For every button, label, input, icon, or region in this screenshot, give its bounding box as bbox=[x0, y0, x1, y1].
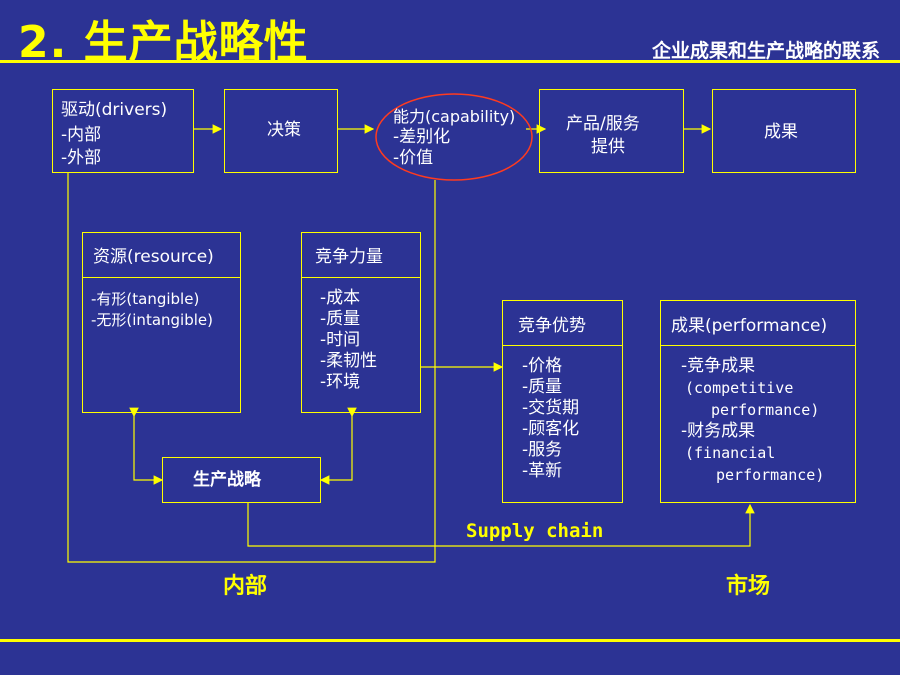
production-strategy-label: 生产战略 bbox=[193, 470, 261, 490]
competitive-power-title: 竞争力量 bbox=[315, 247, 383, 267]
capability-highlight-ellipse bbox=[375, 93, 533, 181]
products-services-box: 产品/服务 提供 bbox=[539, 89, 684, 173]
supply-chain-label: Supply chain bbox=[466, 520, 604, 542]
decision-box: 决策 bbox=[224, 89, 338, 173]
power-item-environment: -环境 bbox=[320, 372, 361, 392]
power-item-flexibility: -柔韧性 bbox=[320, 351, 378, 371]
performance-item-competitive-en: (competitive bbox=[685, 379, 794, 397]
power-item-quality: -质量 bbox=[320, 309, 361, 329]
advantage-item-price: -价格 bbox=[522, 356, 563, 376]
performance-item-competitive-en2: performance) bbox=[711, 401, 820, 419]
advantage-item-quality: -质量 bbox=[522, 377, 563, 397]
drivers-title: 驱动(drivers) bbox=[61, 100, 168, 120]
advantage-item-delivery: -交货期 bbox=[522, 398, 580, 418]
results-box: 成果 bbox=[712, 89, 856, 173]
drivers-box: 驱动(drivers) -内部 -外部 bbox=[52, 89, 194, 173]
performance-item-financial-en: (financial bbox=[685, 444, 776, 462]
resource-box: 资源(resource) -有形(tangible) -无形(intangibl… bbox=[82, 232, 241, 413]
arrow-power-strategy bbox=[319, 407, 357, 485]
drivers-item-internal: -内部 bbox=[61, 125, 102, 145]
resource-item-intangible: -无形(intangible) bbox=[91, 311, 213, 329]
competitive-advantage-divider bbox=[503, 345, 622, 346]
products-services-line1: 产品/服务 bbox=[566, 114, 640, 134]
market-label: 市场 bbox=[726, 574, 771, 599]
internal-label: 内部 bbox=[223, 574, 268, 599]
page-subtitle: 企业成果和生产战略的联系 bbox=[651, 40, 880, 62]
capability-item-differentiation: -差别化 bbox=[393, 127, 451, 147]
resource-divider bbox=[83, 277, 240, 278]
production-strategy-box: 生产战略 bbox=[162, 457, 321, 503]
arrow-supply-chain bbox=[247, 502, 755, 547]
resource-item-tangible: -有形(tangible) bbox=[91, 290, 200, 308]
performance-item-competitive: -竞争成果 bbox=[681, 356, 756, 376]
top-rule bbox=[0, 60, 900, 63]
drivers-item-external: -外部 bbox=[61, 148, 102, 168]
power-item-cost: -成本 bbox=[320, 288, 361, 308]
performance-box: 成果(performance) -竞争成果 (competitive perfo… bbox=[660, 300, 856, 503]
capability-item-value: -价值 bbox=[393, 148, 434, 168]
power-item-time: -时间 bbox=[320, 330, 361, 350]
resource-title: 资源(resource) bbox=[93, 247, 214, 267]
decision-label: 决策 bbox=[267, 120, 301, 140]
advantage-item-service: -服务 bbox=[522, 440, 563, 460]
capability-title: 能力(capability) bbox=[393, 107, 516, 126]
competitive-advantage-title: 竞争优势 bbox=[518, 316, 586, 336]
performance-item-financial: -财务成果 bbox=[681, 421, 756, 441]
performance-divider bbox=[661, 345, 855, 346]
results-label: 成果 bbox=[764, 122, 798, 142]
competitive-advantage-box: 竞争优势 -价格 -质量 -交货期 -顾客化 -服务 -革新 bbox=[502, 300, 623, 503]
products-services-line2: 提供 bbox=[591, 137, 625, 157]
competitive-power-box: 竞争力量 -成本 -质量 -时间 -柔韧性 -环境 bbox=[301, 232, 421, 413]
page-title: 2. 生产战略性 bbox=[18, 17, 309, 68]
arrow-resource-strategy bbox=[129, 407, 164, 485]
competitive-power-divider bbox=[302, 277, 420, 278]
performance-item-financial-en2: performance) bbox=[716, 466, 825, 484]
advantage-item-customization: -顾客化 bbox=[522, 419, 580, 439]
performance-title: 成果(performance) bbox=[671, 316, 828, 336]
line-drivers-internal bbox=[67, 172, 436, 563]
advantage-item-innovation: -革新 bbox=[522, 461, 563, 481]
bottom-rule bbox=[0, 639, 900, 642]
